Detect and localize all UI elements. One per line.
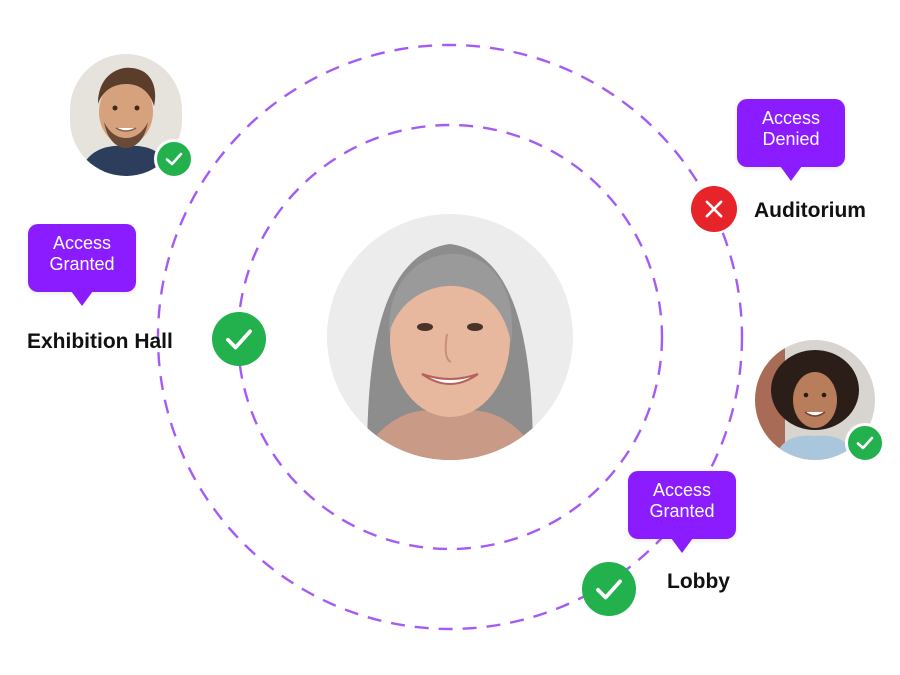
lobby-status-bubble: Access Granted [628, 471, 736, 553]
checkmark-icon [596, 579, 622, 600]
exhibition-hall-label: Exhibition Hall [27, 330, 173, 353]
auditorium-label: Auditorium [754, 199, 866, 222]
x-cross-icon [705, 200, 723, 218]
auditorium-denied-badge [691, 186, 737, 232]
bubble-line-2: Granted [49, 254, 115, 274]
bubble-line-2: Granted [649, 501, 715, 521]
top-left-person-avatar [70, 54, 182, 176]
bubble-line-1: Access [761, 108, 821, 128]
right-person-verified-badge [845, 423, 885, 463]
exhibition-hall-status-bubble: Access Granted [28, 224, 136, 306]
lobby-label: Lobby [667, 570, 730, 593]
center-person-avatar [327, 214, 573, 460]
lobby-granted-badge [582, 562, 636, 616]
bubble-line-2: Denied [762, 129, 820, 149]
top-left-person-verified-badge [154, 139, 194, 179]
outer-orbit [156, 43, 744, 631]
bubble-line-1: Access [52, 233, 112, 253]
checkmark-icon [856, 436, 874, 450]
exhibition-hall-granted-badge [212, 312, 266, 366]
inner-orbit [236, 123, 664, 551]
bubble-line-1: Access [652, 480, 712, 500]
auditorium-status-bubble: Access Denied [737, 99, 845, 181]
checkmark-icon [165, 152, 183, 166]
checkmark-icon [226, 329, 252, 350]
